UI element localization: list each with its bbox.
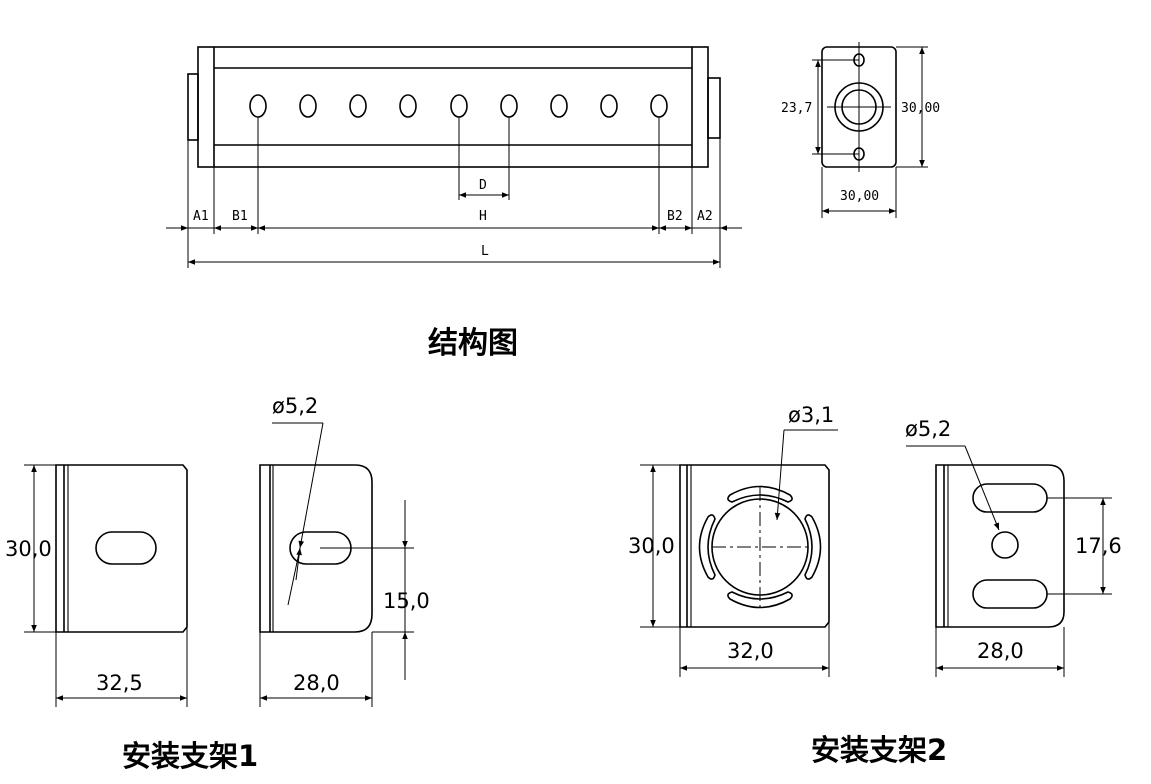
- led-holes: [249, 94, 668, 118]
- label-a1: A1: [193, 209, 209, 224]
- label-d: D: [479, 178, 487, 193]
- label-b1: B1: [232, 209, 248, 224]
- bracket2-height: 30,0: [628, 534, 675, 558]
- bracket1-width-front: 32,5: [96, 671, 143, 695]
- bracket1-height: 30,0: [5, 537, 52, 561]
- bracket2-width-front: 32,0: [727, 639, 774, 663]
- structure-dimensions: A1 B1 D H B2 A2 L: [166, 117, 742, 268]
- bracket2-hole-small: ø3,1: [788, 403, 834, 427]
- bracket2-front-view: ø3,1 30,0 32,0: [628, 403, 838, 677]
- end-height: 30,00: [901, 101, 940, 116]
- bracket1-caption: 安装支架1: [122, 739, 258, 773]
- bracket2-hole-big: ø5,2: [905, 417, 951, 441]
- bracket1-hole-dia: ø5,2: [272, 394, 318, 418]
- structure-front-view: [187, 46, 721, 168]
- bracket2-caption: 安装支架2: [811, 733, 947, 767]
- end-width: 30,00: [840, 189, 879, 204]
- structure-end-view: 23,7 30,00 30,00: [781, 42, 940, 218]
- label-h: H: [479, 209, 487, 224]
- structure-caption: 结构图: [428, 326, 518, 361]
- end-height-inner: 23,7: [781, 101, 812, 116]
- bracket2-width-side: 28,0: [977, 639, 1024, 663]
- bracket1-front-view: 30,0 32,5: [5, 464, 188, 707]
- bracket1-side-view: ø5,2 15,0 28,0: [259, 394, 430, 707]
- bracket2-slot-pitch: 17,6: [1075, 534, 1122, 558]
- bracket1-slot-offset: 15,0: [383, 589, 430, 613]
- bracket1-width-side: 28,0: [293, 671, 340, 695]
- label-a2: A2: [697, 209, 713, 224]
- bracket2-side-view: ø5,2 17,6 28,0: [905, 417, 1122, 677]
- label-b2: B2: [667, 209, 683, 224]
- label-l: L: [481, 244, 489, 259]
